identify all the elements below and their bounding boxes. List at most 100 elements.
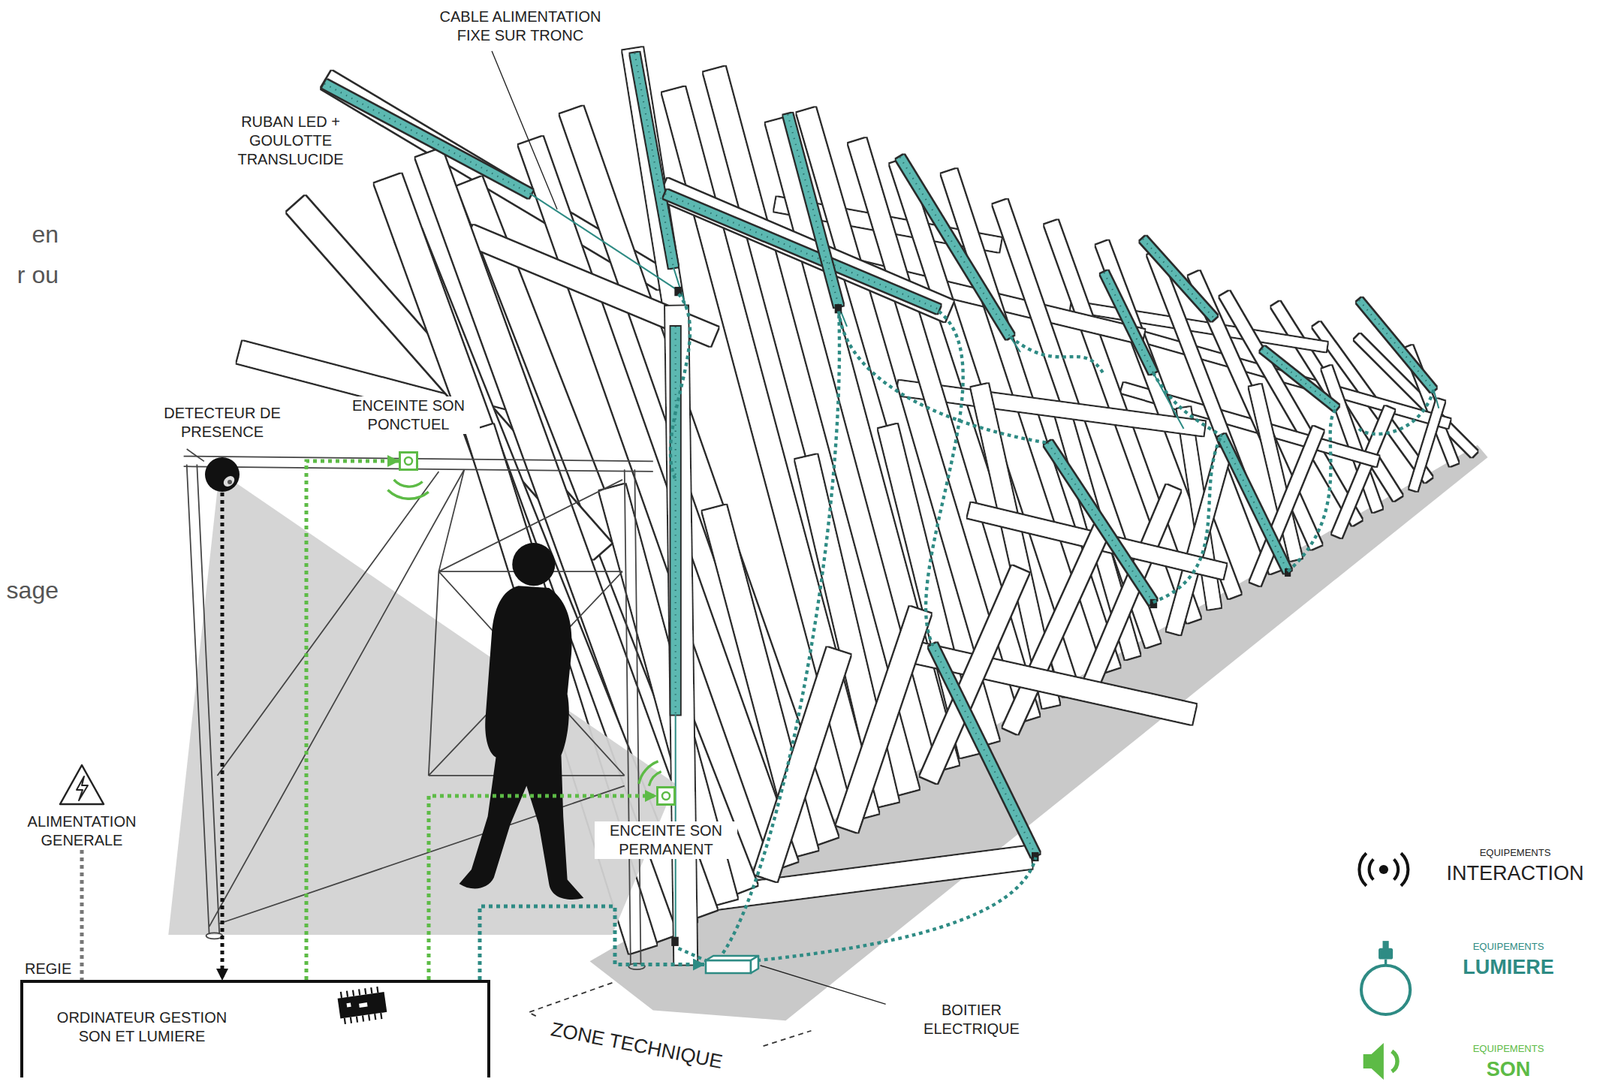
detector-icon: [204, 457, 240, 492]
legend-text: EQUIPEMENTS LUMIERE: [1433, 931, 1584, 980]
speaker-icon: [656, 786, 676, 806]
microcontroller-icon: [346, 1002, 352, 1007]
callout-label: CABLE ALIMENTATION FIXE SUR TRONC: [430, 7, 611, 46]
dotted-cable: [670, 293, 1435, 965]
led-dots: [324, 53, 1434, 856]
warning-triangle: [60, 765, 104, 805]
interaction-icon: [1358, 852, 1408, 886]
sound-icon: [1392, 1051, 1398, 1072]
scaffold: [624, 469, 642, 965]
interaction-icon: [1358, 852, 1408, 886]
detector-icon: [227, 479, 233, 485]
wood-logs: [714, 69, 908, 793]
callout-label: RUBAN LED + GOULOTTE TRANSLUCIDE: [226, 112, 355, 169]
sound-waves: [387, 489, 428, 499]
zone-boundary: [528, 982, 612, 1017]
control-desk: REGIEORDINATEUR GESTION SON ET LUMIERE: [20, 979, 491, 1078]
presence-detector: DETECTEUR DE PRESENCE: [204, 456, 241, 493]
detection-cone: [168, 471, 675, 935]
power-cable: [530, 193, 1440, 944]
dotted-cable: [1287, 408, 1337, 572]
leader-line: [759, 965, 886, 1005]
signal-connector: [80, 849, 85, 980]
led-strip: [1221, 435, 1288, 572]
speaker-icon: [662, 792, 670, 800]
dotted-cable: [714, 857, 1036, 965]
cropped-text: r ou: [0, 259, 59, 290]
node-label: ALIMENTATION GENERALE: [10, 812, 154, 850]
light-icon: [1361, 965, 1411, 1015]
led-strip: [665, 193, 939, 310]
dotted-cable: [714, 311, 840, 965]
node-label: BOITIER ELECTRIQUE: [900, 1000, 1043, 1039]
sound-waves: [387, 479, 661, 787]
power-cable: [530, 193, 1440, 944]
microcontroller-icon: [340, 986, 383, 1025]
wood-logs: [1336, 408, 1390, 537]
node-label: DETECTEUR DE PRESENCE: [150, 403, 294, 442]
signal-connector: [479, 906, 705, 980]
legend-text: EQUIPEMENTS SON: [1433, 1033, 1584, 1082]
scaffold: [186, 448, 205, 462]
wood-logs: [765, 650, 839, 878]
box-icon: [705, 960, 751, 974]
power-supply: ALIMENTATION GENERALE: [10, 762, 154, 850]
zone-label: ZONE TECHNIQUE: [548, 1016, 725, 1074]
scaffold: [206, 932, 223, 939]
visitor-silhouette: [459, 542, 585, 900]
scaffold: [183, 456, 654, 472]
led-tips: [671, 286, 1291, 947]
dotted-cable: [1153, 372, 1222, 436]
leader-line: [491, 51, 886, 1004]
light-icon: [1378, 948, 1393, 960]
ground-shadow: [590, 445, 1489, 1022]
scaffold: [183, 448, 654, 970]
wood-logs: [1413, 400, 1441, 491]
speaker-box: ENCEINTE SON PONCTUEL: [398, 451, 419, 471]
legend-text: EQUIPEMENTS INTERACTION: [1440, 837, 1591, 886]
signal-connector: [220, 492, 225, 980]
node-label: ENCEINTE SON PERMANENT: [594, 821, 738, 859]
cropped-text: en: [0, 219, 59, 250]
led-strip: [1048, 442, 1154, 603]
led-strip: [1358, 300, 1434, 391]
visitor-silhouette: [459, 585, 585, 900]
cropped-text: sage: [0, 575, 59, 606]
box-icon: [704, 954, 761, 975]
detector-icon: [220, 473, 239, 490]
speaker-icon: [398, 451, 419, 471]
dotted-cable: [838, 311, 1049, 443]
interaction-icon: [1379, 864, 1389, 874]
wood-logs: [662, 189, 950, 312]
microcontroller-icon: [337, 991, 388, 1019]
led-dots: [324, 53, 1434, 856]
dotted-cable: [670, 293, 691, 480]
led-tips: [1031, 852, 1040, 862]
electrical-box: BOITIER ELECTRIQUE: [704, 954, 761, 975]
speaker-icon: [400, 452, 418, 471]
speaker-icon: [404, 457, 413, 465]
sound-icon: [1363, 1042, 1398, 1080]
visitor-silhouette: [512, 542, 555, 586]
led-strip: [634, 53, 674, 268]
box-icon: [750, 955, 759, 974]
led-strip: [1262, 349, 1337, 409]
led-tips: [671, 937, 679, 947]
wood-logs: [1173, 448, 1225, 633]
microcontroller-icon: [358, 1002, 368, 1008]
node-label: REGIE: [24, 959, 72, 979]
leader-line: [491, 51, 558, 210]
sound-waves: [394, 479, 423, 487]
dotted-cable: [1009, 337, 1104, 375]
speaker-icon: [657, 787, 675, 805]
sound-waves: [638, 761, 659, 784]
led-strip: [787, 114, 839, 307]
scaffold: [209, 469, 625, 927]
microcontroller-icon: [336, 985, 388, 1025]
sound-waves: [648, 771, 661, 787]
node-label: ENCEINTE SON PONCTUEL: [337, 396, 480, 434]
light-icon: [1383, 940, 1390, 950]
sound-icon: [1363, 1042, 1384, 1080]
led-strip: [1142, 238, 1215, 319]
wood-logs: [846, 610, 921, 829]
